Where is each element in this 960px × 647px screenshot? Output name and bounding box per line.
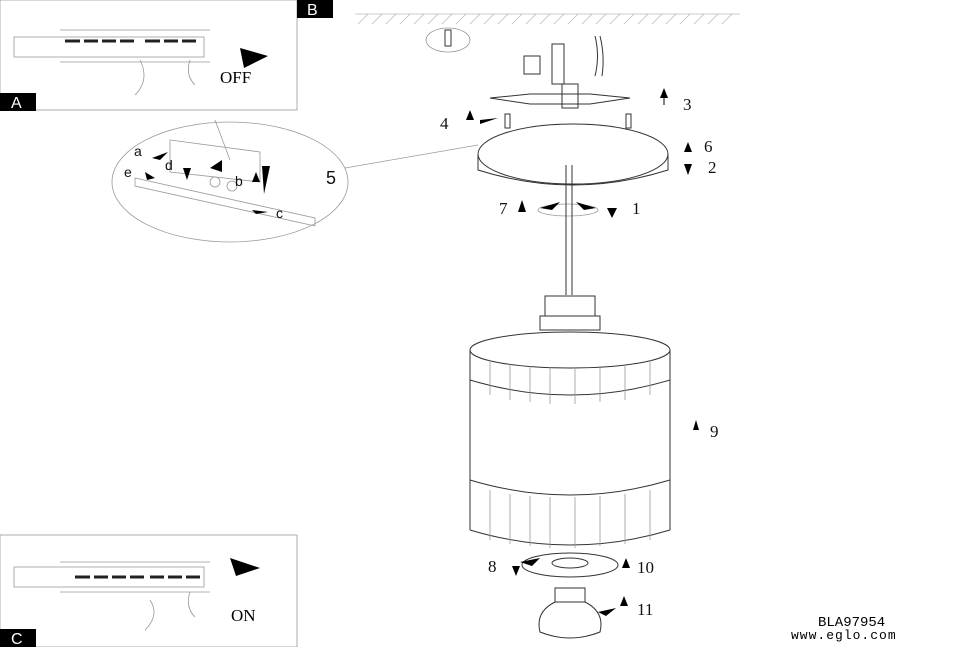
arrow-up-icon xyxy=(620,596,628,606)
step-7: 7 xyxy=(499,199,508,218)
lamp-shade xyxy=(469,331,671,578)
switch-arrow-icon xyxy=(230,558,260,576)
model-number: BLA97954 xyxy=(818,615,885,631)
mounting-hardware xyxy=(425,27,669,331)
panel-c-label: C xyxy=(11,631,23,647)
arrow-down-icon xyxy=(607,208,617,218)
panel-c-switch-on: ON C xyxy=(0,534,298,647)
arrow-icon xyxy=(520,558,540,566)
step-6: 6 xyxy=(704,137,713,156)
arrow-up-icon xyxy=(518,200,526,212)
arrow-down-icon xyxy=(684,164,692,175)
arrow-left-icon xyxy=(480,118,498,124)
arrow-up-icon xyxy=(693,420,699,430)
step-10: 10 xyxy=(637,558,654,577)
arrow-down-icon xyxy=(512,566,520,576)
panel-a-tag xyxy=(0,93,36,111)
arrow-up-icon xyxy=(660,88,668,98)
detail-letter-e: e xyxy=(124,164,132,180)
switch-arrow-icon xyxy=(240,48,268,68)
panel-b-tag xyxy=(297,0,333,18)
step-5: 5 xyxy=(326,168,336,188)
step-4: 4 xyxy=(440,114,449,133)
detail-letter-c: c xyxy=(276,205,283,221)
arrow-icon xyxy=(576,202,596,210)
detail-letter-d: d xyxy=(165,157,173,173)
off-label: OFF xyxy=(220,68,251,87)
light-bulb xyxy=(538,587,602,639)
panel-a-switch-off: OFF A xyxy=(0,0,298,112)
step-3: 3 xyxy=(683,95,692,114)
step-9: 9 xyxy=(710,422,719,441)
arrow-up-icon xyxy=(684,142,692,152)
arrow-up-icon xyxy=(622,558,630,568)
step-11: 11 xyxy=(637,600,653,619)
website-url: www.eglo.com xyxy=(791,628,897,643)
step-2: 2 xyxy=(708,158,717,177)
panel-c-tag xyxy=(0,629,36,647)
ceiling-hatch xyxy=(355,13,740,25)
panel-a-label: A xyxy=(11,95,22,112)
step-8: 8 xyxy=(488,557,497,576)
on-label: ON xyxy=(231,606,256,625)
arrow-up-icon xyxy=(466,110,474,120)
direction-arrows xyxy=(145,88,699,616)
detail-letter-b: b xyxy=(235,173,243,189)
detail-letter-a: a xyxy=(134,143,142,159)
step-1: 1 xyxy=(632,199,641,218)
panel-b-label: B xyxy=(307,2,318,19)
arrow-icon xyxy=(540,202,560,210)
detail-circle-terminal xyxy=(111,119,479,243)
arrow-icon xyxy=(598,608,616,616)
